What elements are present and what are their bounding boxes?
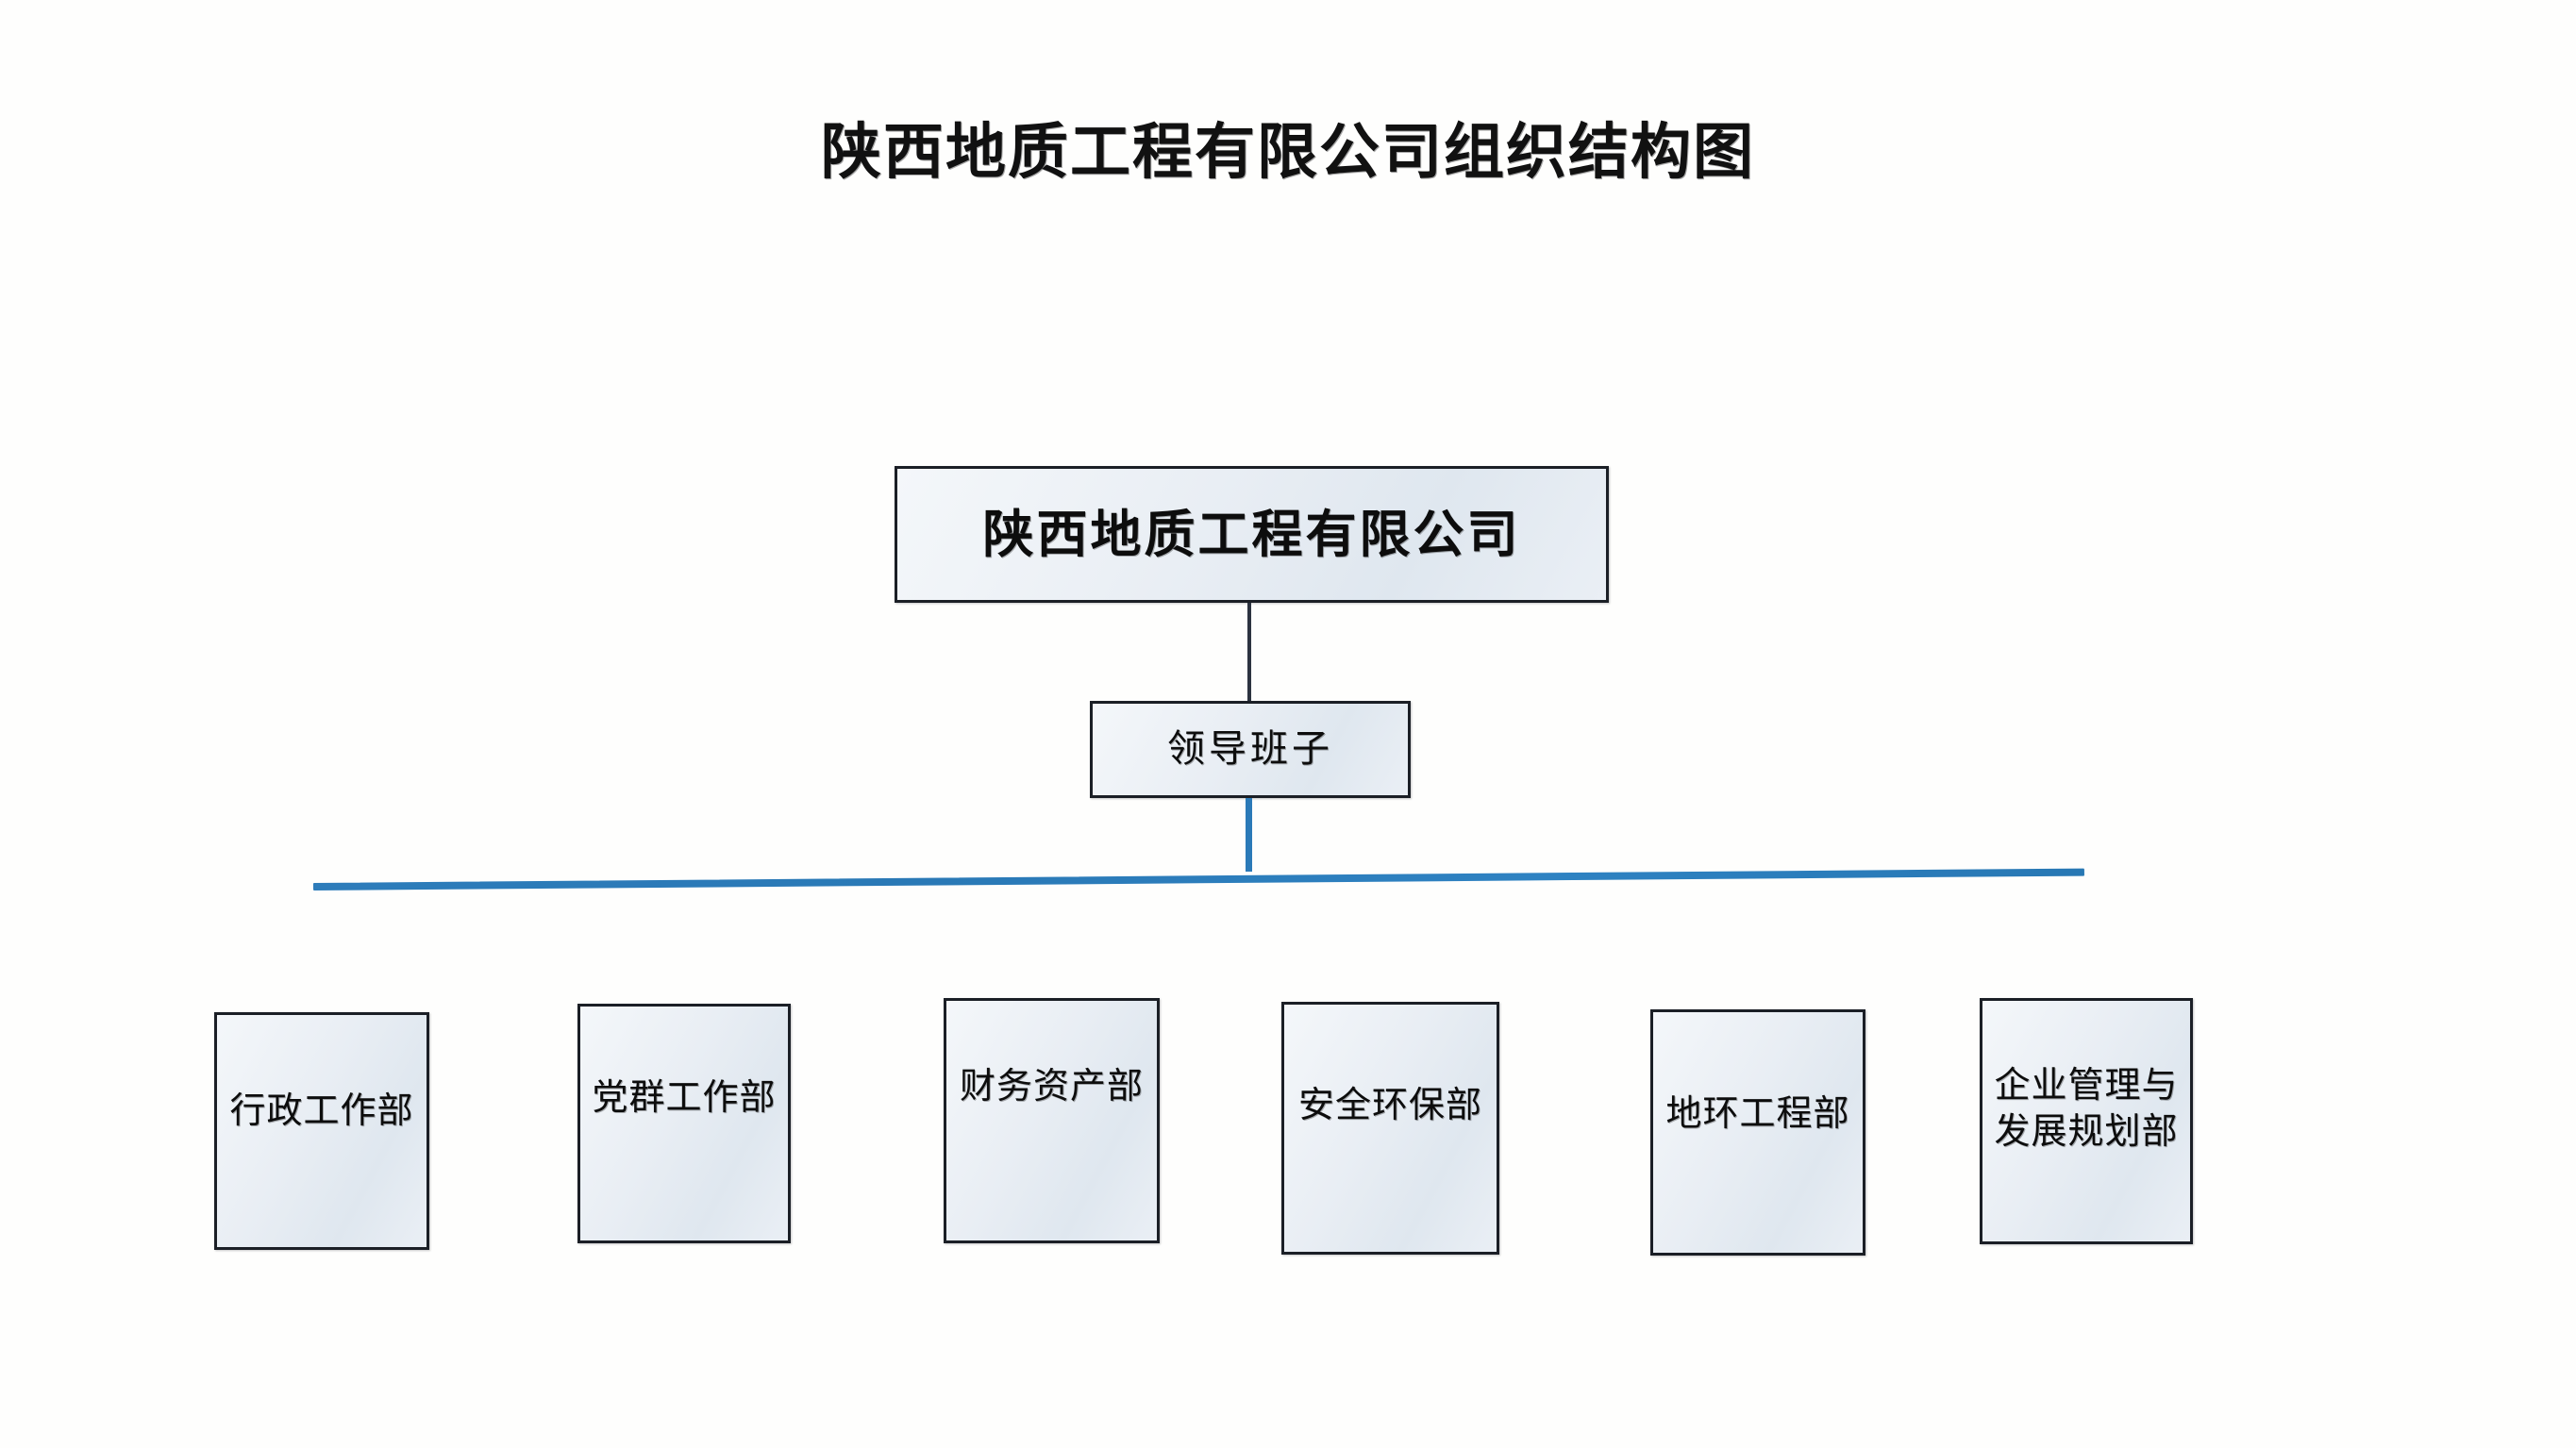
- org-node-department[interactable]: 行政工作部: [214, 1012, 429, 1250]
- connector-company-to-leadership: [1247, 603, 1251, 702]
- org-node-department[interactable]: 党群工作部: [577, 1004, 791, 1243]
- org-node-company[interactable]: 陕西地质工程有限公司: [895, 466, 1609, 603]
- org-node-department-label: 地环工程部: [1665, 1092, 1850, 1134]
- connector-horizontal-bus: [312, 868, 2084, 890]
- page-title: 陕西地质工程有限公司组织结构图: [821, 117, 1755, 188]
- org-node-department-label: 企业管理与 发展规划部: [1994, 1064, 2179, 1152]
- org-node-leadership-label: 领导班子: [1167, 726, 1333, 771]
- org-node-department[interactable]: 安全环保部: [1281, 1002, 1499, 1255]
- org-node-department[interactable]: 企业管理与 发展规划部: [1980, 998, 2193, 1244]
- org-node-leadership[interactable]: 领导班子: [1090, 701, 1411, 798]
- org-node-department[interactable]: 财务资产部: [944, 998, 1160, 1243]
- org-node-department[interactable]: 地环工程部: [1650, 1009, 1865, 1256]
- org-node-company-label: 陕西地质工程有限公司: [982, 503, 1521, 564]
- org-node-department-label: 安全环保部: [1297, 1084, 1482, 1125]
- org-node-department-label: 党群工作部: [592, 1076, 777, 1118]
- org-node-department-label: 财务资产部: [959, 1065, 1144, 1107]
- org-node-department-label: 行政工作部: [229, 1090, 414, 1131]
- connector-leadership-to-bus: [1246, 798, 1252, 872]
